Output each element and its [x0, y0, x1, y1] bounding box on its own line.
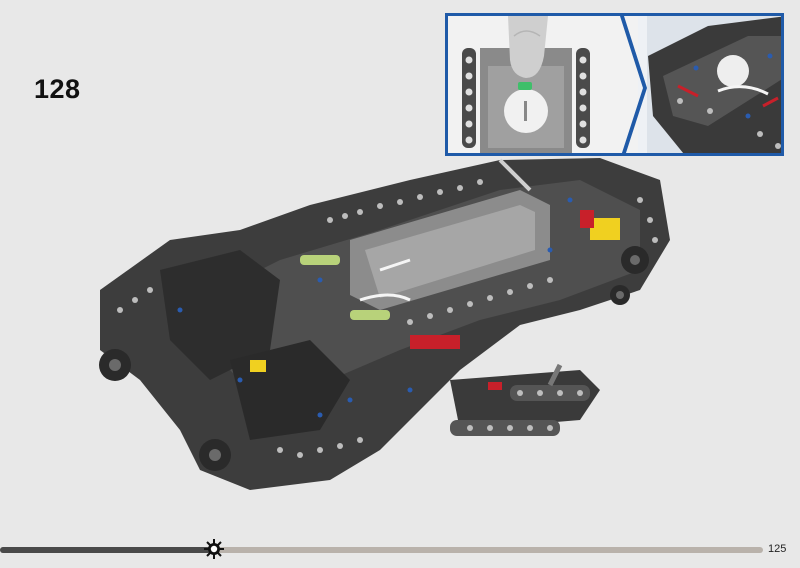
green-connector	[300, 255, 340, 265]
callout-detail-box	[445, 13, 784, 156]
sun-gear-icon	[204, 539, 224, 559]
green-switch	[518, 82, 532, 90]
page-number: 125	[768, 543, 787, 555]
finger-hand	[508, 16, 548, 78]
step-number: 128	[34, 74, 81, 104]
progress-bar	[0, 539, 765, 559]
beam-right	[576, 48, 590, 148]
callout-illustration	[448, 16, 781, 153]
red-beam	[410, 335, 460, 349]
main-model-illustration	[99, 158, 670, 490]
beam-left	[462, 48, 476, 148]
yellow-part	[590, 218, 620, 240]
progress-fill	[0, 547, 214, 553]
chassis-body	[99, 158, 670, 490]
lit-detail	[648, 16, 781, 153]
callout-divider	[620, 16, 647, 153]
progress-track	[0, 547, 763, 553]
